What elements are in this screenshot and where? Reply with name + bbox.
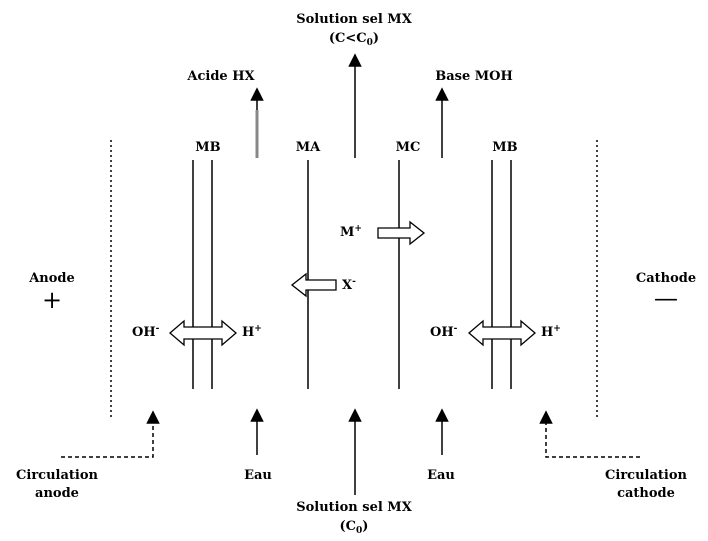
ion-label-proton-right: H+ xyxy=(541,324,561,340)
inlet-label-cathode-line1: Circulation xyxy=(605,468,687,483)
anode-label: Anode xyxy=(28,271,75,286)
membrane-label-mc: MC xyxy=(396,140,421,155)
inlet-label-cathode-line2: cathode xyxy=(617,486,675,501)
membrane-label-mb-right: MB xyxy=(492,140,517,155)
inlet-label-feed-line1: Solution sel MX xyxy=(296,500,412,515)
water-dissociation-arrow-left xyxy=(169,319,237,347)
inlet-label-water-left: Eau xyxy=(244,468,272,483)
ion-label-hydroxide-left: OH- xyxy=(132,324,160,340)
cathode-label: Cathode xyxy=(636,271,696,286)
ion-label-hydroxide-right: OH- xyxy=(430,324,458,340)
cation-transport-arrow xyxy=(377,220,426,246)
outlet-label-base: Base MOH xyxy=(435,69,513,84)
outlet-label-solution-line2: (C<C0) xyxy=(329,31,379,48)
anode-circulation-line xyxy=(61,410,160,458)
outlet-label-solution-line1: Solution sel MX xyxy=(296,12,412,27)
ion-label-cation: M+ xyxy=(340,224,362,240)
water-dissociation-arrow-right xyxy=(468,319,536,347)
membrane-label-mb-left: MB xyxy=(195,140,220,155)
membrane-label-ma: MA xyxy=(296,140,321,155)
membrane-mb-right xyxy=(491,160,512,389)
ion-label-proton-left: H+ xyxy=(242,324,262,340)
anion-transport-arrow xyxy=(290,272,337,298)
inlet-label-anode-line1: Circulation xyxy=(16,468,98,483)
cathode-minus-sign: — xyxy=(654,284,678,312)
cathode-circulation-line xyxy=(539,410,640,458)
membrane-mb-left xyxy=(192,160,213,389)
inlet-label-water-right: Eau xyxy=(427,468,455,483)
inlet-label-feed-line2: (C0) xyxy=(340,519,369,536)
outlet-label-acid: Acide HX xyxy=(186,69,255,84)
anode-plus-sign: + xyxy=(42,286,62,314)
inlet-label-anode-line2: anode xyxy=(35,486,79,501)
ion-label-anion: X- xyxy=(342,277,356,293)
